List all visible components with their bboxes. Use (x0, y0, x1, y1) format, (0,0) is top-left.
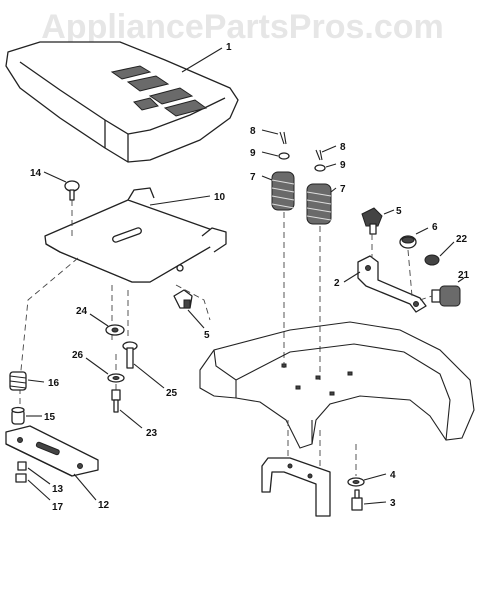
callout-seat: 1 (226, 42, 232, 53)
callout-knob-5-lower: 5 (204, 330, 210, 341)
callout-washer-4: 4 (390, 470, 396, 481)
spring-16 (9, 371, 27, 391)
slide-12 (5, 425, 99, 477)
washer-9-left (278, 152, 290, 160)
knob-21 (431, 285, 461, 307)
washer-9-right (314, 164, 326, 172)
callout-knob-5-upper: 5 (396, 206, 402, 217)
pin-8-left (279, 131, 287, 145)
spring-7-right (306, 183, 332, 225)
washer-26 (107, 373, 125, 383)
seat-pan-leader (149, 195, 211, 206)
callout-washer-9-left: 9 (250, 148, 256, 159)
callout-pin-8-right: 8 (340, 142, 346, 153)
callout-spring-7-left: 7 (250, 172, 256, 183)
callout-pin-8-left: 8 (250, 126, 256, 137)
pin-8-right (315, 149, 323, 161)
callout-bolt-3: 3 (390, 498, 396, 509)
bolt-25 (122, 341, 138, 369)
callout-bolt-23: 23 (146, 428, 158, 439)
callout-washer-26: 26 (72, 350, 84, 361)
callout-part-17: 17 (52, 502, 64, 513)
callout-bracket-2: 2 (334, 278, 340, 289)
seat (5, 41, 239, 163)
washer-24 (105, 324, 125, 336)
seat-leader (181, 47, 223, 73)
callout-nut-6: 6 (432, 222, 438, 233)
bolt-3 (351, 489, 363, 511)
callout-spring-16: 16 (48, 378, 60, 389)
bracket-2 (357, 255, 427, 313)
part-15 (11, 406, 25, 425)
callout-knob-14: 14 (30, 168, 42, 179)
knob-5-upper (361, 207, 383, 235)
knob-5-lower (173, 289, 193, 309)
knob-14 (64, 180, 80, 201)
nut-6 (399, 235, 417, 249)
fender (199, 321, 475, 449)
callout-washer-9-right: 9 (340, 160, 346, 171)
washer-4 (347, 477, 365, 487)
callout-part-13: 13 (52, 484, 64, 495)
seat-pan (44, 187, 227, 283)
part-13 (17, 461, 27, 471)
callout-washer-24: 24 (76, 306, 88, 317)
part-17 (15, 473, 27, 483)
callout-spring-7-right: 7 (340, 184, 346, 195)
callout-nut-22: 22 (456, 234, 468, 245)
callout-seat-pan: 10 (214, 192, 226, 203)
mount-bracket (261, 420, 331, 517)
callout-bolt-25: 25 (166, 388, 178, 399)
nut-22 (424, 254, 440, 266)
callout-knob-21: 21 (458, 270, 470, 281)
bolt-23 (111, 389, 121, 413)
callout-slide-12: 12 (98, 500, 110, 511)
callout-part-15: 15 (44, 412, 56, 423)
spring-7-left (271, 171, 295, 211)
